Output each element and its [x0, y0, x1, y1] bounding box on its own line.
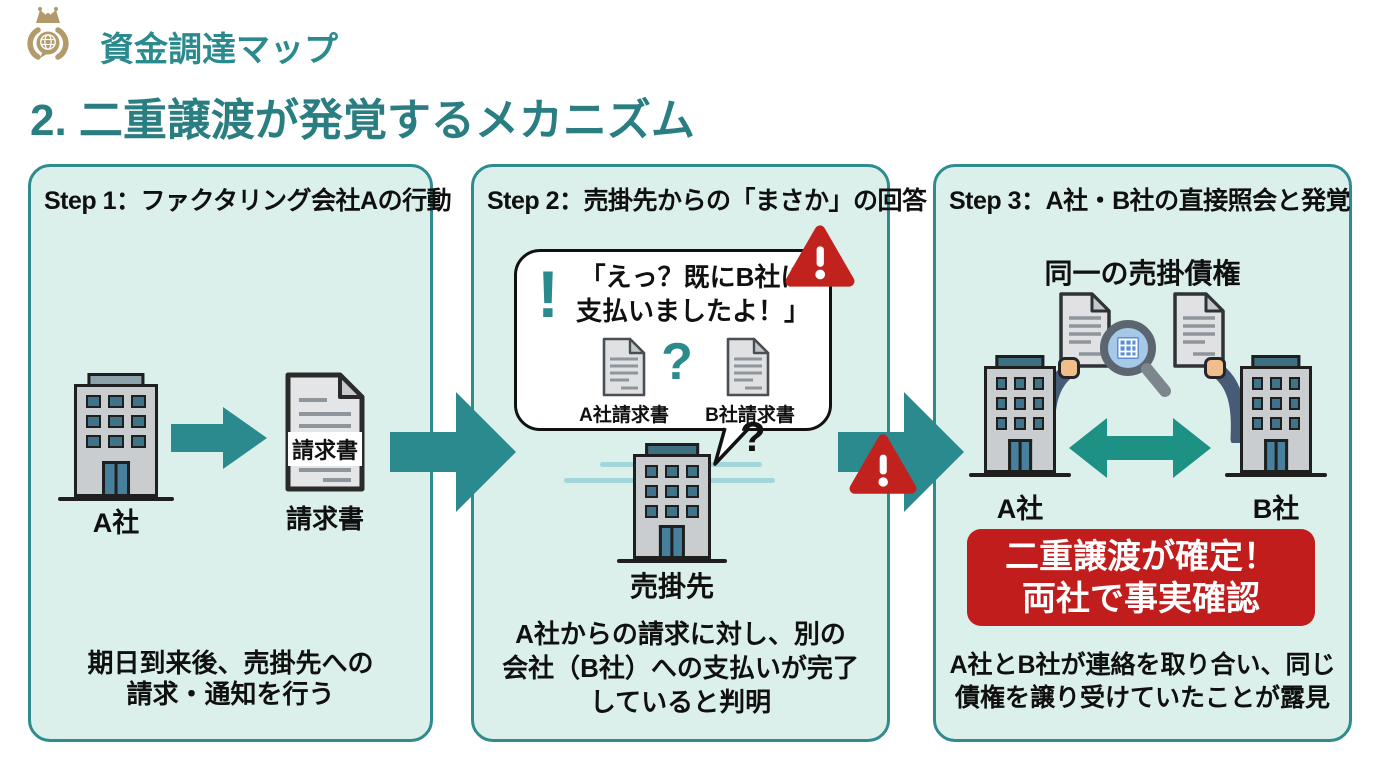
step1-panel: Step 1：ファクタリング会社Aの行動 A社 請求書 請求書 期日到来: [28, 164, 452, 742]
crown-globe-logo-icon: [27, 7, 69, 60]
step1-header: Step 1：ファクタリング会社Aの行動: [44, 187, 452, 215]
step3-panel: Step 3：A社・B社の直接照会と発覚 同一の売掛債権: [933, 164, 1352, 742]
question-glyph: ?: [661, 333, 693, 391]
step2-header: Step 2：売掛先からの「まさか」の回答: [487, 187, 927, 215]
company-a-building-icon: [58, 373, 174, 501]
double-arrow-icon: [1069, 418, 1211, 478]
invoice-b-document-icon: [725, 336, 771, 398]
step1-to-step2-arrow-icon: [390, 392, 516, 512]
tail-question-glyph: ?: [740, 413, 766, 460]
brand-logo: 資金調達マップ: [16, 2, 338, 69]
right-hand-icon: [1204, 357, 1226, 379]
invoice-document-icon: 請求書: [283, 370, 367, 494]
company-a-label: A社: [92, 508, 140, 538]
debtor-building-icon: [617, 443, 727, 563]
receivable-document-b-icon: [1171, 290, 1227, 375]
company-a-label: A社: [996, 494, 1044, 524]
step1-caption: 期日到来後、売掛先への 請求・通知を行う: [87, 648, 374, 709]
same-receivable-label: 同一の売掛債権: [1044, 258, 1241, 289]
invoice-b-label: B社請求書: [705, 405, 795, 426]
magnifier-icon: [1100, 320, 1171, 397]
invoice-a-document-icon: [601, 336, 647, 398]
invoice-label: 請求書: [285, 504, 364, 534]
step3-caption: A社とB社が連絡を取り合い、同じ 債権を譲り受けていたことが露見: [949, 651, 1336, 712]
warning-triangle-icon: [785, 225, 855, 287]
brand-name: 資金調達マップ: [100, 31, 338, 69]
speech-bubble: ! 「えっ？既にB社に 支払いましたよ！」 ?: [514, 249, 832, 431]
warning-triangle-icon: [849, 434, 917, 494]
right-arrow-icon: [171, 407, 267, 469]
step3-header: Step 3：A社・B社の直接照会と発覚: [949, 187, 1351, 215]
invoice-doc-text: 請求書: [287, 432, 363, 466]
double-assignment-banner: 二重譲渡が確定！ 両社で事実確認: [967, 529, 1315, 626]
page-title: 2. 二重譲渡が発覚するメカニズム: [30, 96, 695, 145]
exclamation-glyph: !: [537, 257, 559, 331]
step2-caption: A社からの請求に対し、別の 会社（B社）への支払いが完了 していると判明: [502, 619, 859, 717]
invoice-a-label: A社請求書: [579, 405, 669, 426]
step2-to-step3-arrow-icon: [838, 392, 964, 512]
bubble-text: 「えっ？既にB社に 支払いましたよ！」: [575, 262, 810, 326]
step2-panel: Step 2：売掛先からの「まさか」の回答 ! 「えっ？既にB社に 支払いました…: [471, 164, 927, 742]
speech-bubble-tail: [713, 426, 751, 466]
debtor-label: 売掛先: [629, 571, 714, 602]
company-a-building-icon: [969, 355, 1071, 477]
left-hand-icon: [1058, 357, 1080, 379]
company-b-label: B社: [1252, 494, 1300, 524]
company-b-building-icon: [1225, 355, 1327, 477]
